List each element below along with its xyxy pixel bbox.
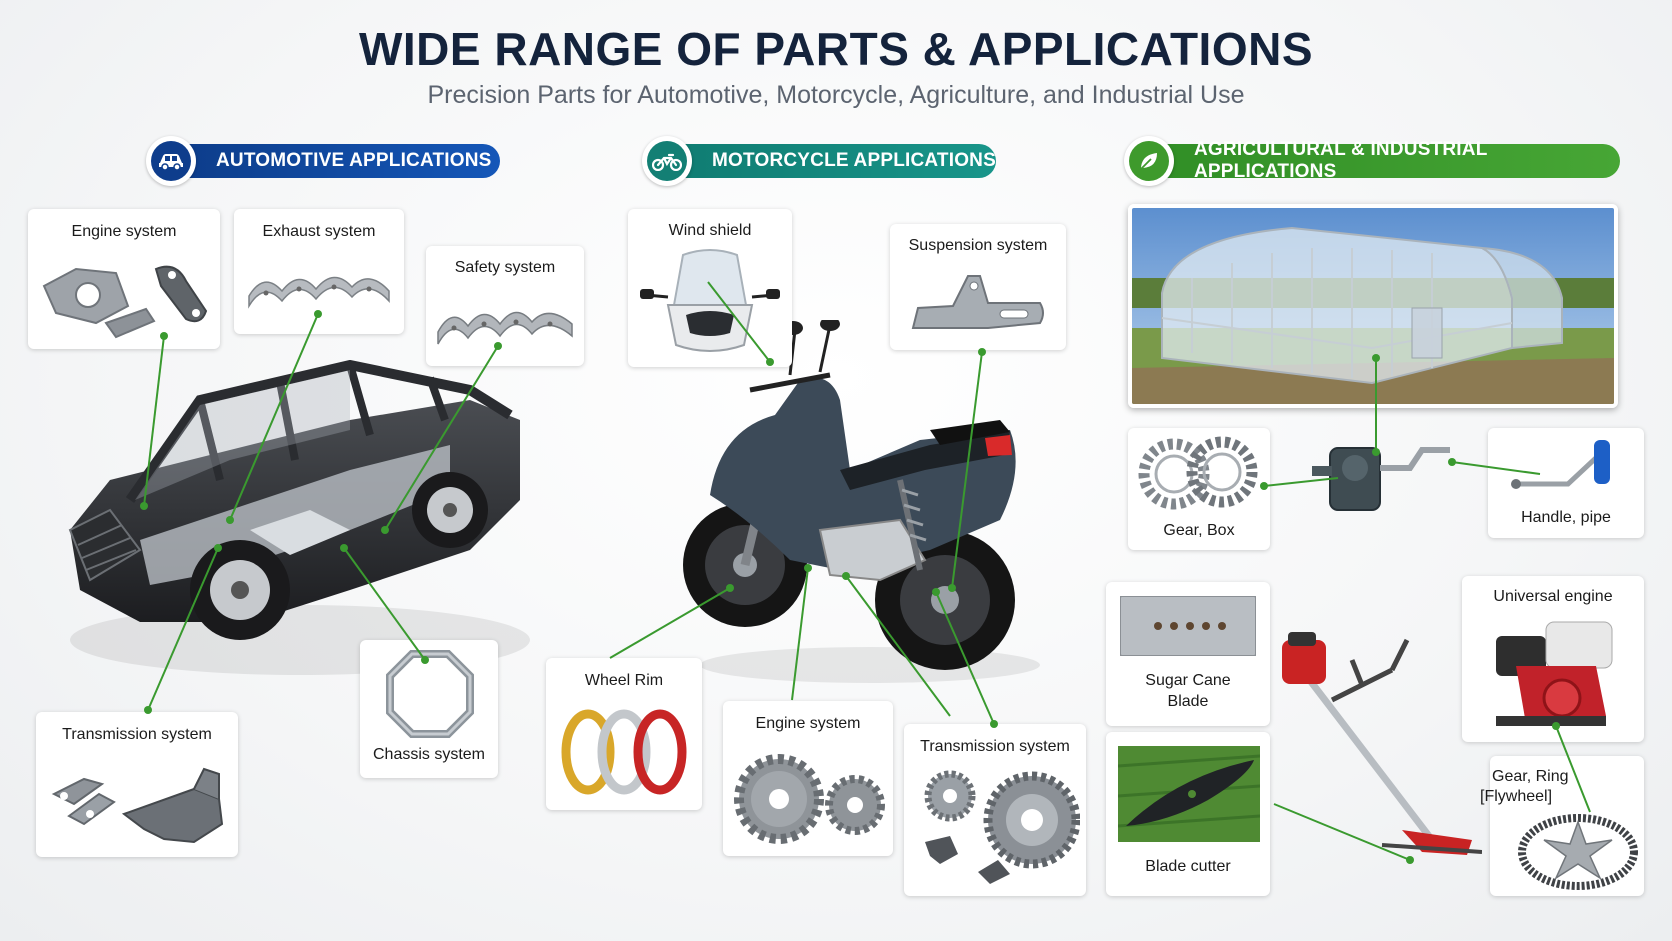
safety-chain-strip-icon	[437, 311, 573, 345]
greenhouse-photo	[1128, 204, 1618, 408]
agri-sugar-cane-blade-label-line1: Sugar Cane	[1145, 672, 1231, 689]
gear-box-gears-icon	[1138, 436, 1258, 510]
engine-sprockets-icon	[734, 754, 885, 844]
octagon-ring-icon	[386, 650, 474, 738]
motorcycle-icon	[647, 141, 687, 181]
leaf-icon	[1129, 141, 1169, 181]
moto-suspension-system-card: Suspension system	[890, 224, 1066, 350]
windshield-fairing-icon	[640, 249, 780, 352]
moto-windshield-label: Wind shield	[668, 222, 752, 239]
motorcycle-section-pill: MOTORCYCLE APPLICATIONS	[642, 136, 996, 186]
agricultural-section-pill: AGRICULTURAL & INDUSTRIAL APPLICATIONS	[1124, 136, 1620, 186]
auto-safety-system-card: Safety system	[426, 246, 584, 366]
auto-exhaust-system-label: Exhaust system	[262, 223, 376, 240]
agri-blade-cutter-card: Blade cutter	[1106, 732, 1270, 896]
auto-transmission-system-label: Transmission system	[62, 726, 212, 743]
moto-transmission-system-label: Transmission system	[920, 738, 1070, 755]
agri-handle-pipe-label: Handle, pipe	[1521, 509, 1611, 526]
moto-wheel-rim-label: Wheel Rim	[584, 672, 664, 689]
auto-engine-system-label: Engine system	[71, 223, 177, 240]
universal-engine-icon	[1496, 621, 1613, 726]
agri-universal-engine-label: Universal engine	[1493, 588, 1613, 605]
moto-engine-system-card: Engine system	[723, 701, 893, 856]
wheel-rims-icon	[561, 709, 687, 795]
agri-blade-cutter-label: Blade cutter	[1145, 858, 1231, 875]
blade-cutter-icon	[1118, 746, 1260, 842]
auto-chassis-system-label: Chassis system	[372, 746, 486, 763]
auto-chassis-system-card: Chassis system	[360, 640, 498, 778]
bracket-plate-icon	[42, 265, 208, 339]
greenhouse-illustration	[1132, 208, 1614, 404]
auto-transmission-system-card: Transmission system	[36, 712, 238, 857]
moto-wheel-rim-card: Wheel Rim	[546, 658, 702, 810]
moto-windshield-card: Wind shield	[628, 209, 792, 367]
auto-exhaust-system-card: Exhaust system	[234, 209, 404, 334]
flywheel-ring-gear-icon	[1518, 814, 1638, 890]
agri-sugar-cane-blade-label-line2: Blade	[1167, 693, 1209, 710]
agri-gear-box-label: Gear, Box	[1163, 522, 1235, 539]
automotive-section-pill: AUTOMOTIVE APPLICATIONS	[146, 136, 500, 186]
transmission-bracket-icon	[51, 767, 224, 844]
moto-transmission-system-card: Transmission system	[904, 724, 1086, 896]
agri-gear-box-card: Gear, Box	[1128, 428, 1270, 550]
car-icon	[151, 141, 191, 181]
transmission-gears-icon	[924, 770, 1080, 884]
automotive-section-label: AUTOMOTIVE APPLICATIONS	[216, 150, 492, 171]
sugar-cane-blade-icon	[1120, 596, 1256, 656]
moto-engine-system-label: Engine system	[755, 715, 861, 732]
gearbox-crank-illustration	[1312, 447, 1450, 511]
agri-sugar-cane-blade-card: Sugar Cane Blade	[1106, 582, 1270, 726]
suspension-bracket-icon	[911, 275, 1044, 329]
agricultural-section-label: AGRICULTURAL & INDUSTRIAL APPLICATIONS	[1194, 139, 1488, 182]
agri-gear-ring-card: Gear, Ring	[1490, 756, 1644, 896]
motorcycle-section-label: MOTORCYCLE APPLICATIONS	[712, 150, 996, 171]
chain-strip-icon	[248, 276, 390, 309]
crank-handle-icon	[1511, 440, 1610, 489]
agri-gear-ring-label-line2: [Flywheel]	[1480, 788, 1553, 805]
page-subtitle: Precision Parts for Automotive, Motorcyc…	[427, 81, 1245, 109]
brush-cutter-illustration	[1282, 632, 1482, 855]
moto-suspension-system-label: Suspension system	[908, 237, 1048, 254]
page-title: WIDE RANGE OF PARTS & APPLICATIONS	[358, 23, 1314, 75]
agri-handle-pipe-card: Handle, pipe	[1488, 428, 1644, 538]
agri-universal-engine-card: Universal engine	[1462, 576, 1644, 742]
motorcycle-illustration	[683, 320, 1040, 683]
agri-gear-ring-label-line1: Gear, Ring	[1492, 768, 1569, 785]
auto-engine-system-card: Engine system	[28, 209, 220, 349]
auto-safety-system-label: Safety system	[454, 259, 556, 276]
